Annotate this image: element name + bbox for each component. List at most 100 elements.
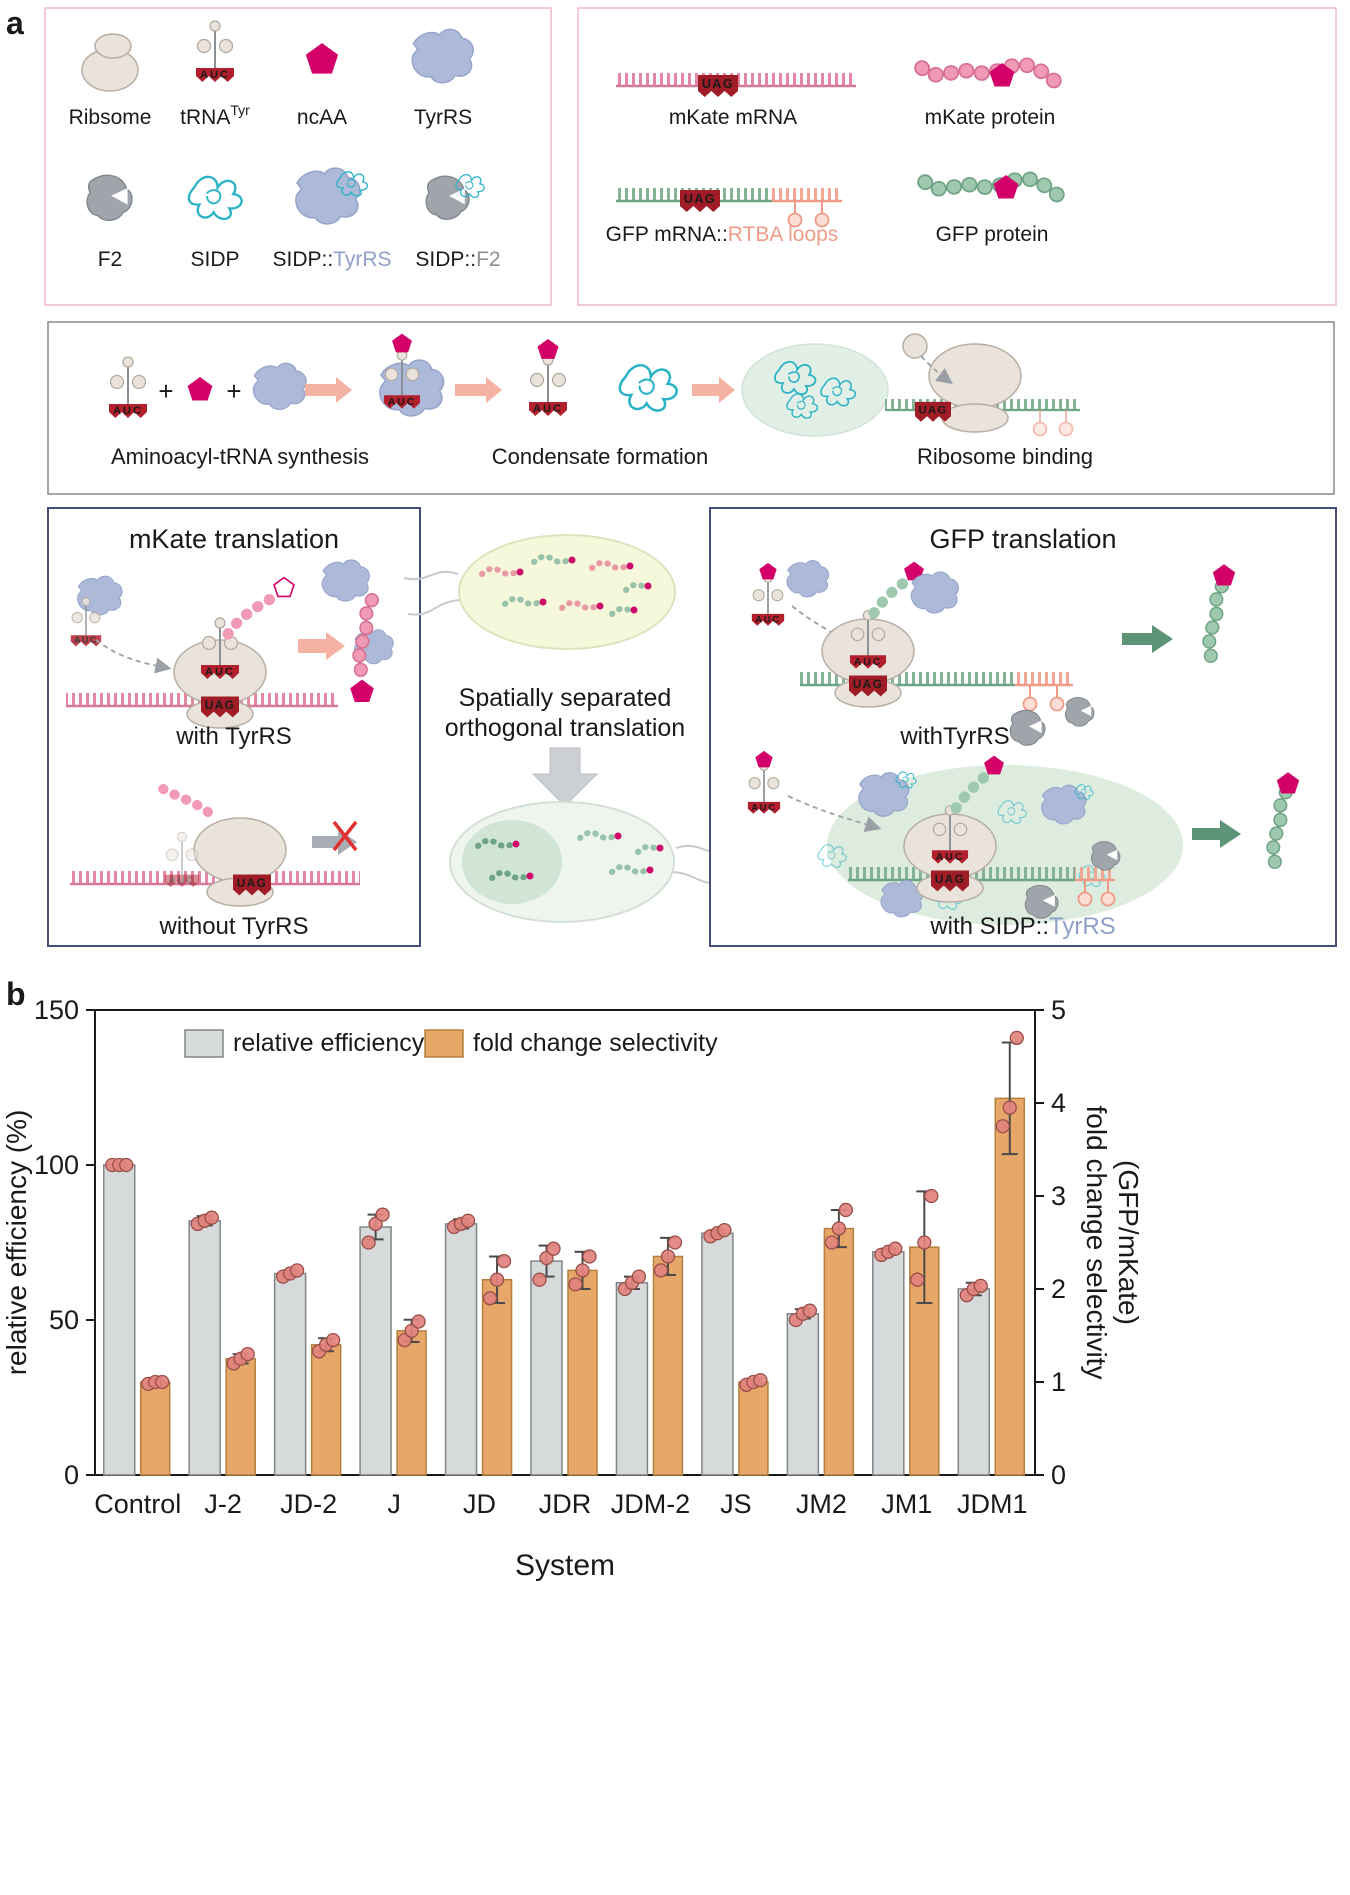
data-point [411,1314,426,1329]
data-point [460,1213,476,1228]
legend-swatch-efficiency [184,1029,224,1058]
gfp-with-sidp-label: with SIDP::TyrRS [929,913,1115,940]
bar-efficiency-JM1 [872,1251,905,1476]
condensate-droplet [741,343,889,437]
x-tick-label-JDM-2: JDM-2 [611,1489,691,1519]
data-point [546,1241,561,1256]
gfp-protein-label: GFP protein [936,223,1049,246]
data-point [717,1222,732,1238]
x-tick-label-J: J [387,1489,401,1519]
x-axis-label: System [515,1549,615,1582]
scene-mkate-without-tyrrs [70,781,360,907]
y-left-axis-label: relative efficiency (%) [1,1110,32,1376]
x-tick-label-JD: JD [463,1489,496,1519]
gfp-translation-box: GFP translation withTyrRS [709,507,1337,947]
mixed-cell-illustration [403,534,676,650]
panel-a: AUC UAG a Ri [6,5,1337,947]
cell-proteins [479,553,652,617]
data-point [631,1269,647,1284]
sidp-f2-label: SIDP::F2 [415,248,500,271]
separated-cell-illustration [449,801,729,923]
gfp-box-title: GFP translation [929,524,1116,554]
cell-proteins [475,829,664,881]
bar-selectivity-JDM-2 [652,1255,684,1476]
x-tick-label-JDM1: JDM1 [957,1489,1028,1519]
nascent-chain [222,590,282,640]
bar-efficiency-JDM1 [957,1288,991,1476]
cell-body [458,534,676,650]
sidp-tyrrs-label: SIDP::TyrRS [272,248,391,271]
bar-selectivity-JD-2 [310,1344,342,1476]
data-point [582,1249,597,1264]
flagellum [407,599,461,616]
f2-label: F2 [98,248,123,271]
gfp-mrna-icon [616,188,842,228]
data-point [1002,1100,1017,1115]
gfp-mrna-label: GFP mRNA::RTBA loops [606,223,839,246]
y-right-tick-label: 4 [1051,1088,1066,1118]
data-point [973,1278,988,1294]
process-box: + + Aminoacyl-tRNA synthesis Condensate … [47,321,1335,495]
data-point [532,1272,547,1287]
legend-box-components: Ribsome tRNATyr ncAA TyrRS F2 SIDP SIDP:… [44,7,552,306]
y-right-tick-label: 1 [1051,1367,1066,1397]
bar-efficiency-JDM-2 [615,1282,649,1476]
panel-a-label: a [6,5,24,41]
data-point [1009,1030,1024,1046]
bar-efficiency-J-2 [188,1220,221,1476]
gfp-with-tyrrs-label: withTyrRS [899,723,1009,750]
data-point [119,1157,134,1173]
scene-gfp-with-sidp-tyrrs [746,750,1300,925]
bar-efficiency-JS [701,1232,734,1476]
ribosome-binding-label: Ribosome binding [917,444,1093,469]
bar-selectivity-JS [738,1381,769,1476]
data-point [375,1207,390,1222]
without-tyrrs-label: without TyrRS [159,913,309,940]
data-point [568,1277,583,1292]
y-right-tick-label: 5 [1051,995,1066,1025]
aminoacyl-label: Aminoacyl-tRNA synthesis [111,444,369,469]
y-left-tick-label: 0 [64,1460,79,1490]
panel-b-label: b [6,976,26,1012]
y-left-tick-label: 150 [34,995,79,1025]
bar-efficiency-JD-2 [273,1272,307,1476]
data-point [660,1249,676,1264]
y-right-tick-label: 3 [1051,1181,1066,1211]
x-tick-label-J-2: J-2 [204,1489,242,1519]
data-point [361,1235,376,1250]
plus-sign: + [158,376,173,406]
data-point [496,1253,512,1269]
x-tick-label-JM2: JM2 [796,1489,847,1519]
data-point [240,1346,255,1362]
red-x-icon [332,820,358,852]
binding-dashed-arrow [920,355,953,385]
y-right-tick-label: 2 [1051,1274,1066,1304]
data-point [888,1241,903,1256]
ncaa-label: ncAA [297,106,347,129]
translation-arrow [1122,625,1173,653]
translation-arrow [298,632,345,660]
center-caption-line1: Spatially separated [459,684,672,712]
mkate-protein-icon [914,57,1072,94]
translation-arrow [1192,820,1241,848]
y-left-tick-label: 50 [49,1305,79,1335]
y-right-axis-label-line2: (GFP/mKate) [1113,1160,1144,1325]
plot-frame [94,1009,1036,1476]
bar-selectivity-JDM1 [994,1097,1026,1476]
condensate-formation-group [618,343,889,437]
flagellum [403,570,459,581]
bar-efficiency-Control [102,1164,136,1476]
legend-label-efficiency: relative efficiency [233,1029,425,1057]
with-tyrrs-label: with TyrRS [175,723,292,750]
bar-selectivity-J-2 [225,1358,256,1476]
data-point [824,1235,840,1250]
ribosome-label: Ribsome [69,106,152,129]
bar-selectivity-Control [139,1381,171,1476]
x-tick-label-Control: Control [94,1489,181,1519]
scene-gfp-with-tyrrs [750,560,1236,746]
plus-sign: + [226,376,241,406]
y-left-tick-label: 100 [34,1150,79,1180]
mkate-box-title: mKate translation [129,524,339,554]
condensate-region [827,765,1183,925]
